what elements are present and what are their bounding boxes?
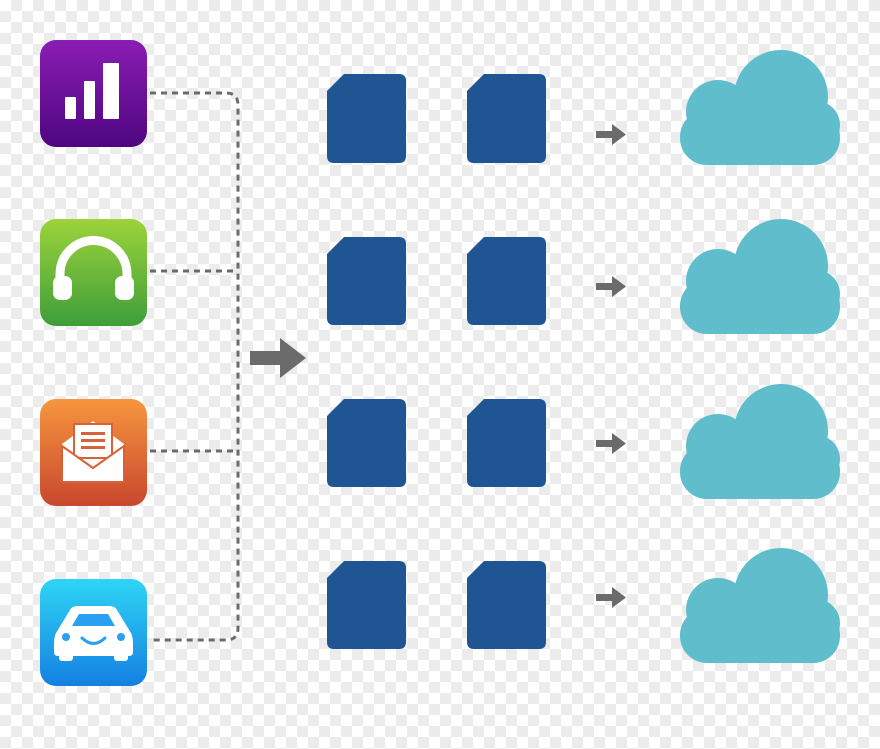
source-app-car: [40, 579, 147, 686]
cloud-row3-icon: [680, 384, 840, 499]
document-row2-col2: [467, 237, 546, 325]
document-row4-col2: [467, 561, 546, 649]
connector-lines: [150, 91, 240, 642]
document-row1-col1: [327, 74, 406, 163]
document-row3-col2: [467, 399, 546, 487]
bar-chart-icon: [65, 63, 119, 119]
arrow-row3-icon: [596, 433, 626, 454]
main-arrow-icon: [250, 338, 306, 378]
document-row2-col1: [327, 237, 406, 325]
arrow-row4-icon: [596, 587, 626, 608]
car-icon: [54, 606, 133, 661]
cloud-row4-icon: [680, 548, 840, 663]
arrow-row2-icon: [596, 276, 626, 297]
source-app-analytics: [40, 40, 147, 147]
source-app-audio: [40, 219, 147, 326]
cloud-row1-icon: [680, 50, 840, 165]
source-app-email: [40, 399, 147, 506]
connector-analytics: [150, 91, 240, 642]
envelope-letter-icon: [61, 421, 125, 483]
document-row1-col2: [467, 74, 546, 163]
document-row4-col1: [327, 561, 406, 649]
headphones-icon: [53, 236, 134, 300]
document-row3-col1: [327, 399, 406, 487]
cloud-row2-icon: [680, 219, 840, 334]
arrow-row1-icon: [596, 124, 626, 145]
